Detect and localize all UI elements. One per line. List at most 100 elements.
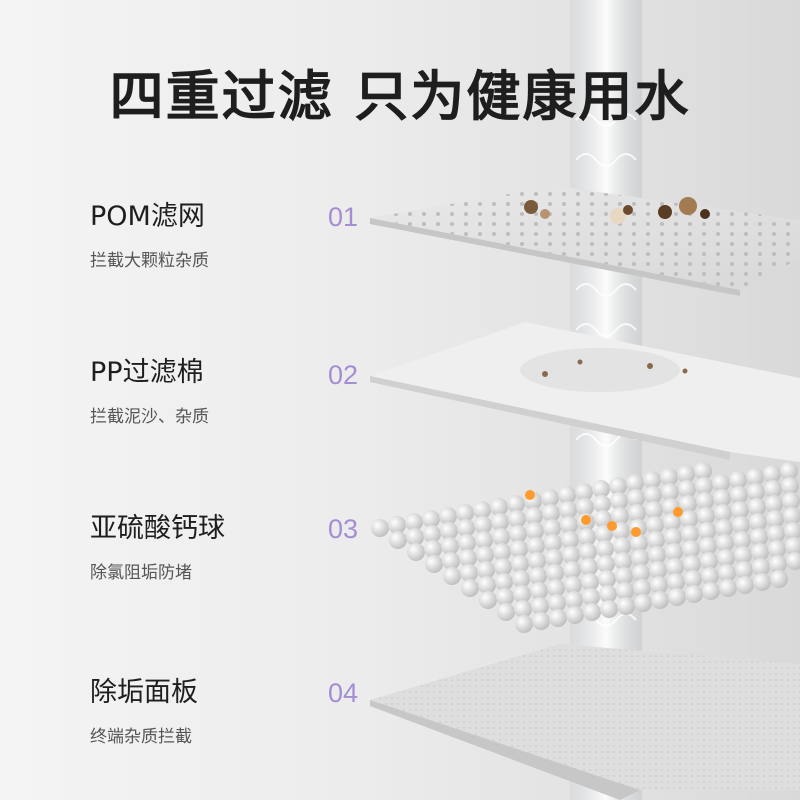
layer-label-descaling: 除垢面板 终端杂质拦截 xyxy=(90,676,198,747)
filter-ball xyxy=(478,576,496,594)
filter-ball xyxy=(575,483,593,501)
filter-ball xyxy=(600,600,618,618)
layer-number: 03 xyxy=(328,514,359,544)
filter-ball xyxy=(495,573,513,591)
filter-ball xyxy=(666,558,684,576)
filter-ball xyxy=(510,540,528,558)
filter-ball xyxy=(648,546,666,564)
filter-ball xyxy=(442,552,460,570)
sediment-particles xyxy=(524,197,710,224)
filter-ball xyxy=(680,510,698,528)
layer-name: PP过滤棉 xyxy=(90,357,204,388)
filter-ball xyxy=(425,555,443,573)
filter-ball xyxy=(678,480,696,498)
layer-desc: 终端杂质拦截 xyxy=(90,727,192,747)
filter-ball xyxy=(559,501,577,519)
filter-ball xyxy=(529,567,547,585)
filter-ball xyxy=(494,558,512,576)
layer-label-pp: PP过滤棉 拦截泥沙、杂质 xyxy=(90,356,209,427)
filter-ball xyxy=(541,489,559,507)
filter-ball xyxy=(512,570,530,588)
filter-ball xyxy=(594,510,612,528)
filter-ball xyxy=(753,573,771,591)
filter-ball xyxy=(457,519,475,537)
filter-ball xyxy=(532,612,550,630)
filter-ball xyxy=(729,471,747,489)
pp-cotton-sheet xyxy=(370,322,800,462)
layer-number: 02 xyxy=(328,360,359,390)
filter-ball xyxy=(526,522,544,540)
filter-ball xyxy=(702,582,720,600)
orange-glow-particles xyxy=(525,490,683,537)
filter-ball xyxy=(513,585,531,603)
filter-ball xyxy=(685,585,703,603)
descaling-panel-sheet xyxy=(370,644,800,800)
filter-ball xyxy=(646,516,664,534)
filter-ball xyxy=(509,525,527,543)
filter-ball xyxy=(491,513,509,531)
filter-ball xyxy=(583,603,601,621)
filter-ball xyxy=(714,504,732,522)
filter-ball xyxy=(679,495,697,513)
filter-ball xyxy=(747,483,765,501)
filter-ball xyxy=(616,582,634,600)
filter-ball xyxy=(699,537,717,555)
filter-ball xyxy=(681,525,699,543)
layer-number: 01 xyxy=(328,202,359,232)
filter-ball xyxy=(718,564,736,582)
filter-ball xyxy=(784,522,800,540)
filter-ball xyxy=(781,477,799,495)
filter-ball xyxy=(371,519,389,537)
filter-ball xyxy=(599,585,617,603)
layer-desc: 拦截大颗粒杂质 xyxy=(90,251,209,271)
filter-ball xyxy=(733,531,751,549)
filter-ball xyxy=(748,498,766,516)
filter-ball xyxy=(566,606,584,624)
filter-ball xyxy=(698,522,716,540)
filter-ball xyxy=(633,579,651,597)
filter-ball xyxy=(611,507,629,525)
filter-ball xyxy=(475,531,493,549)
filter-ball xyxy=(564,576,582,594)
filter-ball xyxy=(441,537,459,555)
filter-ball xyxy=(661,483,679,501)
filter-ball xyxy=(458,534,476,552)
filter-ball xyxy=(701,567,719,585)
filter-ball xyxy=(631,549,649,567)
filter-ball xyxy=(515,615,533,633)
filter-ball xyxy=(683,555,701,573)
filter-ball xyxy=(628,504,646,522)
filter-ball xyxy=(558,486,576,504)
filter-ball xyxy=(715,519,733,537)
filter-ball xyxy=(388,516,406,534)
filter-ball xyxy=(684,570,702,588)
filter-ball xyxy=(422,510,440,528)
filter-ball xyxy=(593,495,611,513)
filter-ball xyxy=(651,591,669,609)
filter-ball xyxy=(785,537,800,555)
filter-ball xyxy=(735,561,753,579)
page-title: 四重过滤 只为健康用水 xyxy=(109,65,691,128)
filter-ball xyxy=(716,534,734,552)
filter-ball xyxy=(490,498,508,516)
filter-ball xyxy=(697,507,715,525)
filter-ball xyxy=(492,528,510,546)
filter-ball xyxy=(563,561,581,579)
filter-ball xyxy=(405,513,423,531)
filter-ball xyxy=(528,552,546,570)
filter-ball xyxy=(782,492,800,510)
filter-ball xyxy=(764,480,782,498)
filter-ball xyxy=(780,462,798,480)
layer-name: 除垢面板 xyxy=(90,677,198,708)
layer-number: 04 xyxy=(328,678,359,708)
filter-ball xyxy=(786,552,800,570)
filter-ball xyxy=(630,534,648,552)
filter-ball xyxy=(609,477,627,495)
filter-ball xyxy=(562,546,580,564)
filter-ball xyxy=(477,561,495,579)
filter-ball xyxy=(649,561,667,579)
filter-ball xyxy=(406,528,424,546)
filter-ball xyxy=(668,588,686,606)
filter-ball xyxy=(695,477,713,495)
